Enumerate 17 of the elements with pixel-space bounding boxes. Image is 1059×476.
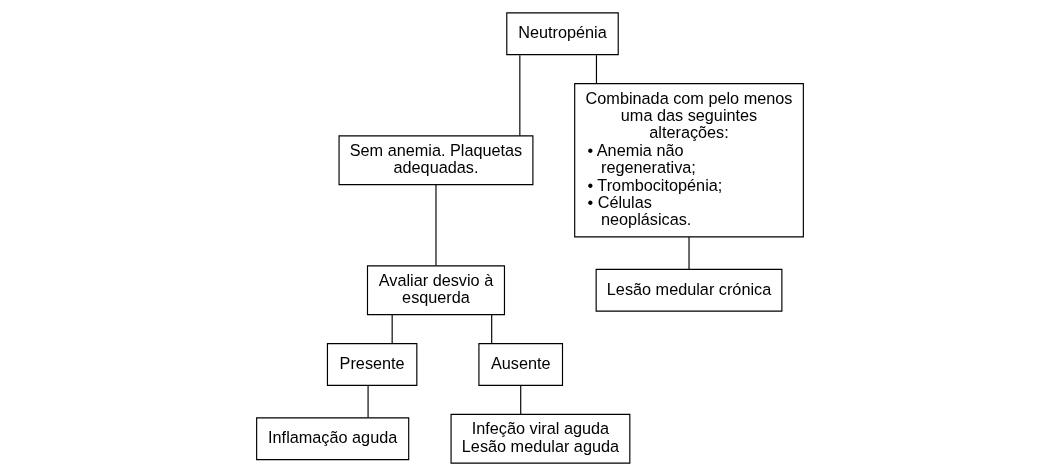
connector: [490, 314, 492, 345]
node-box: Inflamação aguda: [255, 417, 409, 461]
node-box: Lesão medular crónica: [595, 268, 782, 312]
connector: [434, 184, 437, 267]
node-box: Neutropénia: [505, 12, 619, 56]
node-box: Avaliar desvio à esquerda: [366, 265, 505, 316]
node-box: Ausente: [477, 343, 563, 386]
connector: [367, 385, 369, 418]
connector: [687, 236, 690, 270]
connector: [518, 54, 520, 137]
node-box: Combinada com pelo menos uma das seguintes alterações: • Anemia não regenerativa; • Trombocitopénia; • Células neoplásicas.: [573, 83, 804, 238]
node-box: Sem anemia. Plaquetas adequadas.: [338, 135, 533, 186]
connector: [595, 54, 597, 85]
node-box: Infeção viral aguda Lesão medular aguda: [450, 413, 630, 464]
connector: [519, 385, 521, 415]
connector: [391, 314, 393, 345]
node-box: Presente: [326, 343, 417, 386]
